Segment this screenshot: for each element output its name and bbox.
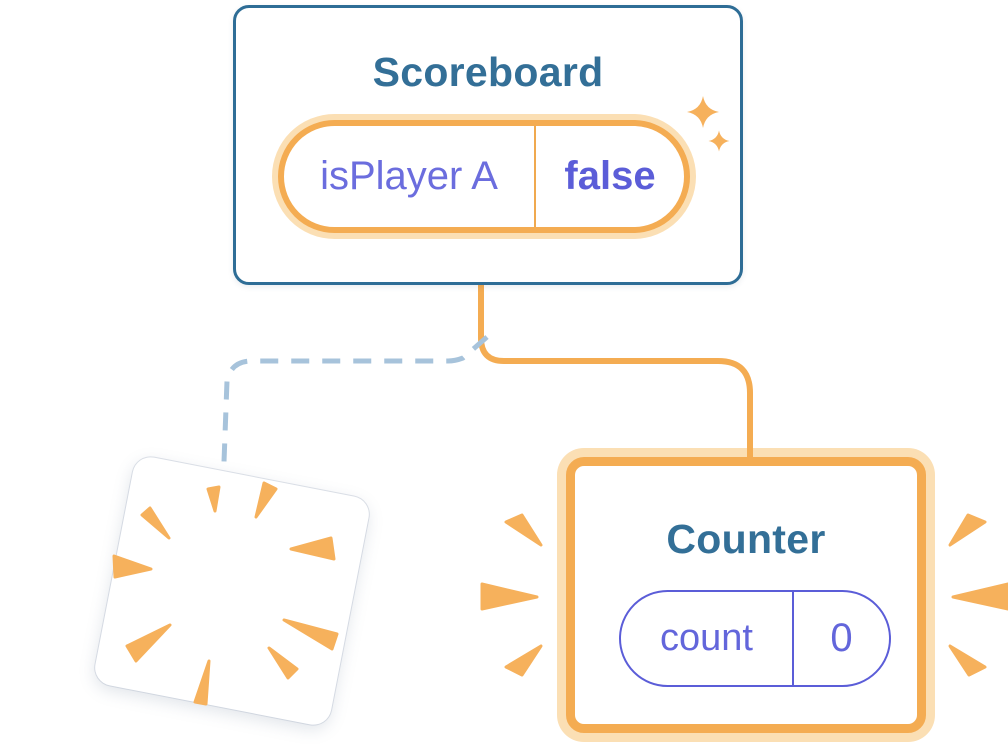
connector-kept-branch	[478, 284, 753, 468]
counter-state-pill: count 0	[619, 590, 891, 687]
destroyed-component-card	[92, 454, 372, 728]
scoreboard-state-pill: isPlayer A false	[278, 120, 690, 233]
state-pill-label-cell: count	[621, 592, 794, 685]
scoreboard-card: Scoreboard isPlayer A false	[233, 5, 743, 285]
state-pill-value-cell: 0	[794, 592, 889, 685]
connector-removed-branch	[221, 335, 489, 463]
scoreboard-title: Scoreboard	[372, 49, 604, 95]
state-pill-label-cell: isPlayer A	[284, 126, 536, 227]
counter-card: Counter count 0	[566, 457, 926, 733]
state-label: isPlayer A	[320, 154, 498, 198]
state-value: false	[564, 154, 656, 198]
counter-title: Counter	[666, 516, 826, 562]
state-pill-value-cell: false	[536, 126, 684, 227]
state-label: count	[660, 617, 753, 659]
state-value: 0	[830, 616, 853, 660]
